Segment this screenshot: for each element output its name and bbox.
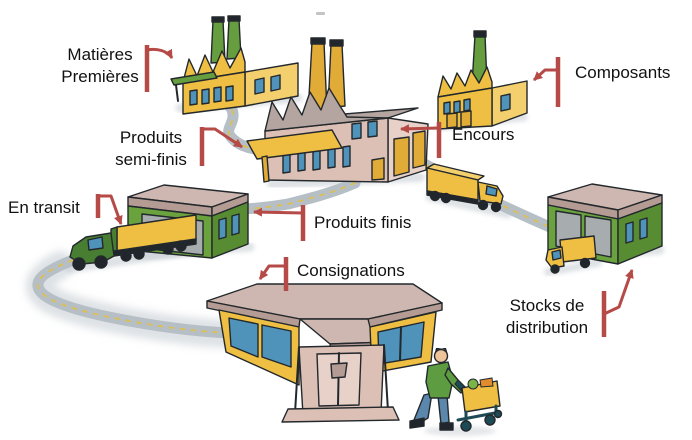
label-en-transit: En transit	[8, 198, 80, 217]
arrow-consignations	[258, 257, 289, 291]
label-produits-semi-finis: Produits semi-finis	[115, 128, 187, 169]
label-encours: Encours	[452, 125, 515, 144]
arrow-encours	[400, 122, 442, 158]
label-stocks-distribution: Stocks de distribution	[505, 296, 589, 337]
distribution-truck-icon	[545, 235, 597, 274]
arrow-produits-finis	[253, 205, 306, 241]
consignations-store-icon	[206, 283, 443, 423]
label-matieres-premieres: Matières Premières	[61, 45, 139, 86]
arrow-matieres-premieres	[144, 45, 174, 92]
label-composants: Composants	[575, 63, 671, 82]
transit-truck-icon	[69, 214, 197, 271]
arrow-produits-semi-finis	[199, 127, 243, 166]
arrow-en-transit	[95, 194, 123, 225]
main-factory-icon	[246, 37, 429, 183]
stray-mark	[316, 12, 325, 15]
arrow-composants	[532, 57, 561, 107]
encours-truck-icon	[426, 163, 504, 213]
raw-materials-factory-icon	[170, 15, 299, 115]
label-consignations: Consignations	[297, 261, 405, 280]
arrow-stocks-distribution	[601, 269, 634, 337]
person-with-cart-icon	[409, 348, 503, 432]
annotation-arrows	[95, 45, 634, 337]
label-produits-finis: Produits finis	[314, 213, 412, 232]
components-factory-icon	[437, 30, 528, 130]
